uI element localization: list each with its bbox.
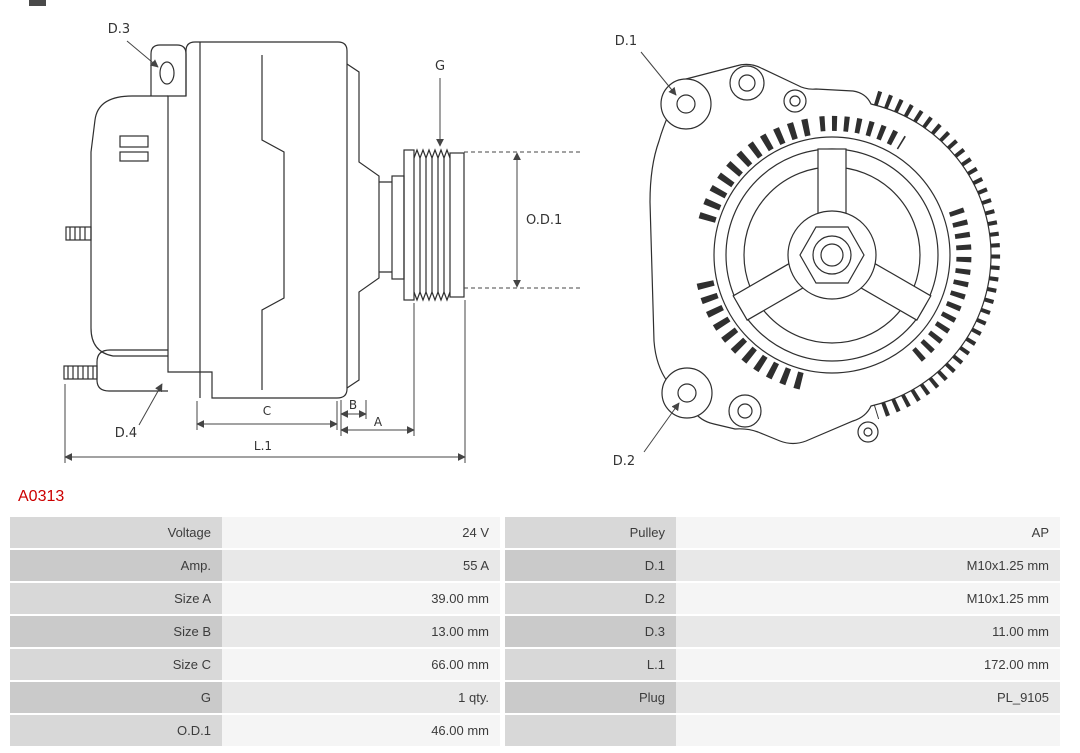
side-view-dimensions (64, 40, 580, 463)
d4-leader-line (138, 383, 163, 426)
mount-boss-bottom (728, 394, 762, 428)
vent-slots-upper-left (696, 118, 811, 230)
l1-extension-lines (64, 300, 466, 463)
pulley-cap (449, 152, 465, 298)
dim-od1-label: O.D.1 (526, 213, 562, 228)
spec-label: D.1 (505, 550, 676, 581)
shaft (391, 175, 405, 280)
spec-label: Size B (10, 616, 222, 647)
spec-row-voltage: Voltage 24 V Pulley AP (10, 517, 1060, 548)
spec-value: 24 V (222, 517, 500, 548)
spec-value: 13.00 mm (222, 616, 500, 647)
spec-row-g: G 1 qty. Plug PL_9105 (10, 682, 1060, 713)
dim-a-label: A (374, 415, 383, 429)
dim-d2-label: D.2 (613, 454, 635, 469)
side-view (63, 41, 465, 399)
spec-row-size-b: Size B 13.00 mm D.3 11.00 mm (10, 616, 1060, 647)
spec-label: Plug (505, 682, 676, 713)
mount-hole-foot (863, 427, 873, 437)
mount-hole-d2 (677, 383, 697, 403)
d3-leader-line (126, 40, 159, 68)
pulley-ribs (419, 158, 445, 292)
rear-vent (119, 135, 149, 148)
dim-d4-label: D.4 (115, 426, 137, 441)
mount-boss-top (729, 65, 765, 101)
mount-boss-upper-right (783, 89, 807, 113)
spec-value: 11.00 mm (676, 616, 1060, 647)
logo-fragment (29, 0, 46, 6)
main-housing (167, 41, 348, 399)
dim-l1-label: L.1 (254, 439, 272, 453)
spec-value (676, 715, 1060, 746)
part-number: A0313 (18, 488, 65, 505)
spec-label: Size C (10, 649, 222, 680)
spec-label: D.2 (505, 583, 676, 614)
d2-leader-line (643, 402, 680, 453)
dim-c-label: C (263, 404, 271, 418)
spec-value: 55 A (222, 550, 500, 581)
alternator-diagram: D.3 G O.D.1 D.4 C B A L.1 (63, 22, 1001, 469)
spec-label: Voltage (10, 517, 222, 548)
spec-value: 46.00 mm (222, 715, 500, 746)
fan-teeth-ring (873, 90, 1001, 420)
terminal-stud (65, 226, 92, 241)
mount-hole-upper-right (789, 95, 801, 107)
spec-value: AP (676, 517, 1060, 548)
spec-row-size-a: Size A 39.00 mm D.2 M10x1.25 mm (10, 583, 1060, 614)
pulley-groove-bottom (413, 290, 451, 302)
dim-d1-label: D.1 (615, 34, 637, 49)
spec-value: M10x1.25 mm (676, 583, 1060, 614)
spec-row-size-c: Size C 66.00 mm L.1 172.00 mm (10, 649, 1060, 680)
spec-label: Pulley (505, 517, 676, 548)
spec-value: 66.00 mm (222, 649, 500, 680)
front-view-leaders (640, 51, 680, 453)
spec-value: 1 qty. (222, 682, 500, 713)
dim-b-label: B (349, 398, 357, 412)
mounting-ear (150, 44, 187, 96)
dim-d3-label: D.3 (108, 22, 130, 37)
mount-hole-top (738, 74, 756, 92)
spec-label: L.1 (505, 649, 676, 680)
housing-contour (261, 55, 285, 390)
ear-hole (159, 61, 175, 85)
front-bracket (346, 63, 380, 389)
spec-label (505, 715, 676, 746)
spec-value: 39.00 mm (222, 583, 500, 614)
spec-label: D.3 (505, 616, 676, 647)
od1-extension-lines (464, 151, 580, 289)
d1-leader-line (640, 51, 677, 96)
spec-row-od1: O.D.1 46.00 mm (10, 715, 1060, 746)
terminal-stud-threads (69, 227, 86, 240)
dim-g-label: G (435, 59, 445, 74)
mount-boss-foot (857, 421, 879, 443)
spec-label: Amp. (10, 550, 222, 581)
rear-vent (119, 151, 149, 162)
pulley-groove-top (413, 148, 451, 160)
mount-boss-d2 (661, 367, 713, 419)
shaft-lines (379, 181, 392, 273)
mount-hole-d1 (676, 94, 696, 114)
spec-value: M10x1.25 mm (676, 550, 1060, 581)
spec-label: Size A (10, 583, 222, 614)
spec-label: O.D.1 (10, 715, 222, 746)
spec-table: Voltage 24 V Pulley AP Amp. 55 A D.1 M10… (10, 517, 1060, 748)
spec-row-amp: Amp. 55 A D.1 M10x1.25 mm (10, 550, 1060, 581)
vent-slots-lower-left (696, 280, 807, 391)
shaft-end (820, 243, 844, 267)
spec-value: 172.00 mm (676, 649, 1060, 680)
rear-housing (90, 95, 168, 357)
lug-stud-threads (67, 366, 94, 379)
front-view (649, 63, 1001, 445)
spec-value: PL_9105 (676, 682, 1060, 713)
spec-label: G (10, 682, 222, 713)
pulley-flange (403, 149, 415, 301)
lug-stud (63, 365, 98, 380)
mount-hole-bottom (737, 403, 753, 419)
